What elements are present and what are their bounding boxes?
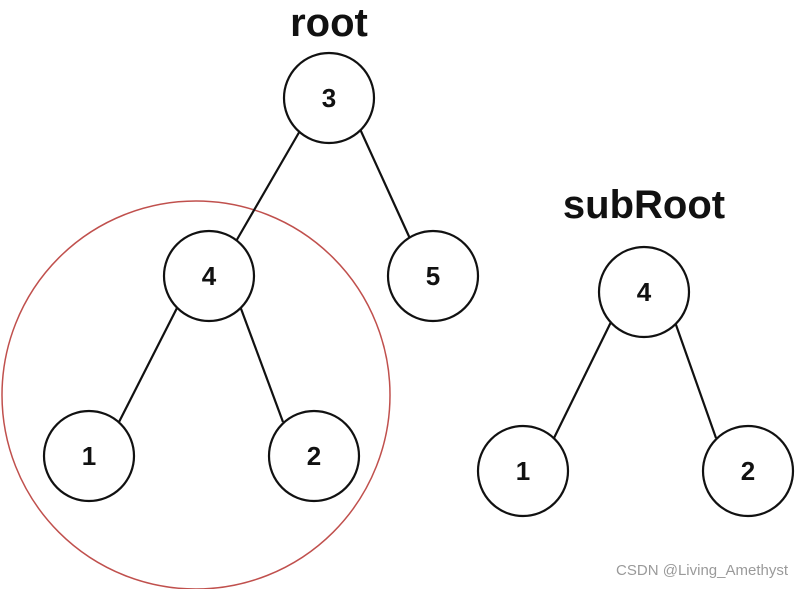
edge-sub-4-2 <box>673 321 718 439</box>
node-circle <box>386 229 480 323</box>
edge-4-1 <box>118 305 179 423</box>
node-label: 2 <box>741 456 755 486</box>
tree-node-subroot-1: 1 <box>476 424 570 518</box>
edge-3-4 <box>234 128 302 244</box>
edge-4-2 <box>238 305 285 423</box>
node-circle <box>42 409 136 503</box>
node-circle <box>701 424 795 518</box>
node-label: 5 <box>426 261 440 291</box>
node-label: 1 <box>82 441 96 471</box>
node-label: 1 <box>516 456 530 486</box>
node-circle <box>597 245 691 339</box>
tree-node-root-1: 1 <box>42 409 136 503</box>
tree-node-root-2: 2 <box>267 409 361 503</box>
subroot-title: subRoot <box>563 183 725 227</box>
edge-sub-4-1 <box>553 321 612 439</box>
root-tree-edges <box>118 128 414 423</box>
subroot-tree-edges <box>553 321 718 439</box>
tree-node-root-3: 3 <box>282 51 376 145</box>
node-label: 4 <box>637 277 652 307</box>
subtree-highlight-circle <box>1 200 391 589</box>
node-circle <box>282 51 376 145</box>
tree-node-root-5: 5 <box>386 229 480 323</box>
node-circle <box>267 409 361 503</box>
node-label: 2 <box>307 441 321 471</box>
tree-node-subroot-4: 4 <box>597 245 691 339</box>
node-label: 4 <box>202 261 217 291</box>
node-circle <box>476 424 570 518</box>
root-title: root <box>290 1 368 45</box>
edge-3-5 <box>358 128 414 244</box>
tree-node-root-4: 4 <box>162 229 256 323</box>
tree-node-subroot-2: 2 <box>701 424 795 518</box>
node-circle <box>162 229 256 323</box>
node-label: 3 <box>322 83 336 113</box>
watermark-text: CSDN @Living_Amethyst <box>616 562 789 579</box>
